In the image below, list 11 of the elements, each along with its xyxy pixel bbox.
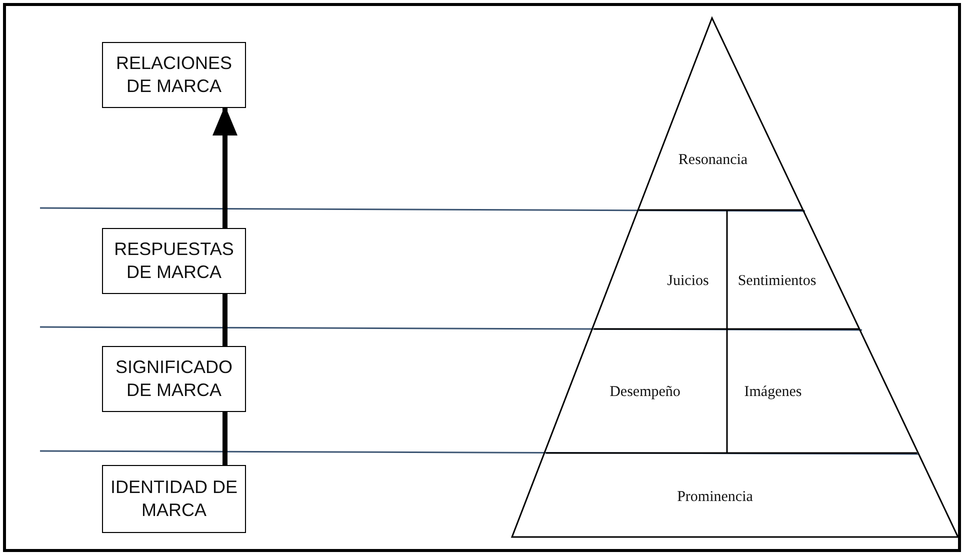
level-box: RELACIONES DE MARCA — [102, 42, 246, 108]
level-box: SIGNIFICADO DE MARCA — [102, 346, 246, 412]
level-box: IDENTIDAD DE MARCA — [102, 465, 246, 533]
pyramid-tier-label: Sentimientos — [730, 266, 824, 296]
pyramid-tier-label: Desempeño — [585, 377, 705, 407]
level-box: RESPUESTAS DE MARCA — [102, 228, 246, 294]
arrow — [212, 106, 238, 228]
pyramid-tier-label: Resonancia — [660, 145, 766, 175]
pyramid-tier-label: Prominencia — [640, 482, 790, 512]
pyramid-tier-label: Juicios — [652, 266, 724, 296]
pyramid-tier-label: Imágenes — [730, 377, 816, 407]
